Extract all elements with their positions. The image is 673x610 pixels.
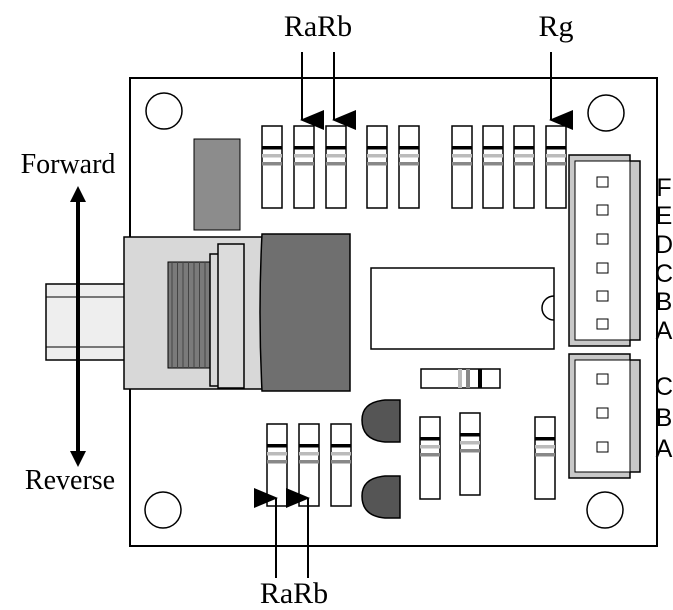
pin-letter: C	[655, 260, 673, 288]
resistor-band	[458, 369, 462, 388]
potentiometer-assembly	[45, 233, 351, 392]
ic-chip	[370, 267, 555, 350]
connector-pin	[596, 441, 609, 453]
pin-letter: A	[656, 317, 673, 345]
pin-letter: C	[655, 373, 673, 401]
transistor-top	[361, 399, 401, 443]
label-reverse: Reverse	[25, 465, 115, 496]
label-bottom-rarb: RaRb	[260, 577, 328, 610]
label-top-rarb: RaRb	[284, 10, 352, 43]
arrow-down-icon	[70, 451, 86, 467]
top-resistor-row	[261, 125, 567, 209]
resistor-band	[478, 369, 482, 388]
resistor	[545, 125, 567, 209]
mounting-hole-bottom-right	[586, 491, 624, 529]
pin-letter: F	[656, 174, 671, 202]
pin-letter: E	[656, 202, 673, 230]
connector-pin	[596, 233, 609, 245]
resistor	[513, 125, 535, 209]
pin-letter: B	[656, 404, 673, 432]
resistor	[266, 423, 288, 507]
connector-pin	[596, 290, 609, 302]
pin-letter: D	[655, 231, 673, 259]
resistor	[451, 125, 473, 209]
resistor	[298, 423, 320, 507]
mounting-hole-top-left	[145, 92, 183, 130]
connector-pin	[596, 318, 609, 330]
resistor	[293, 125, 315, 209]
resistor	[534, 416, 556, 500]
connector-pin	[596, 176, 609, 188]
label-forward: Forward	[21, 149, 116, 180]
bottom-resistor-row	[266, 412, 556, 507]
resistor	[366, 125, 388, 209]
gray-block-component	[193, 138, 241, 231]
resistor	[261, 125, 283, 209]
pin-letter: B	[656, 288, 673, 316]
resistor	[325, 125, 347, 209]
pin-letter: A	[656, 435, 673, 463]
resistor	[398, 125, 420, 209]
ic-notch	[541, 295, 555, 321]
pot-washer	[217, 243, 245, 389]
connector-6pin	[568, 154, 641, 347]
connector-3pin-letters: CBA	[655, 373, 673, 463]
resistor	[459, 412, 481, 496]
mounting-hole-top-right	[587, 94, 625, 132]
connector-pin	[596, 204, 609, 216]
resistor-band	[466, 369, 470, 388]
connector-pin	[596, 373, 609, 385]
resistor	[419, 416, 441, 500]
connector-3pin	[568, 353, 641, 479]
resistor	[482, 125, 504, 209]
connector-pin	[596, 262, 609, 274]
transistor-bottom	[361, 475, 401, 519]
resistor	[330, 423, 352, 507]
arrow-up-icon	[70, 186, 86, 202]
pot-body	[259, 233, 351, 392]
mounting-hole-bottom-left	[144, 491, 182, 529]
connector-pin	[596, 407, 609, 419]
label-top-rg: Rg	[538, 10, 573, 43]
